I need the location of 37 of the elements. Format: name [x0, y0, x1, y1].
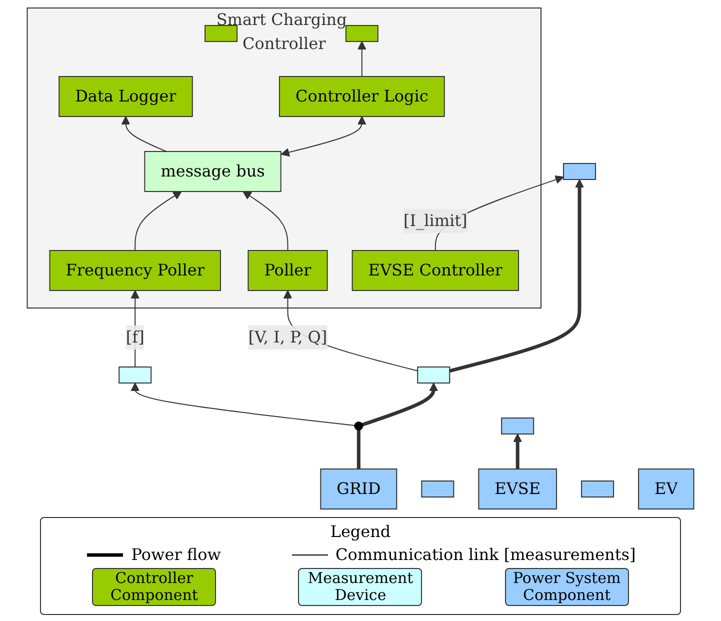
node-box — [563, 163, 596, 180]
arrow — [242, 191, 288, 251]
legend-text: Power flow — [131, 545, 221, 564]
node-box — [345, 25, 378, 42]
arrow — [358, 41, 366, 77]
connector — [356, 430, 360, 469]
node-circle — [354, 422, 364, 430]
arrow — [121, 116, 167, 152]
node-box: Controller Logic — [278, 76, 445, 117]
node-box — [204, 25, 238, 42]
edge-label: [I_limit] — [404, 211, 468, 230]
node-box: EVSE — [478, 468, 558, 510]
arrow — [280, 116, 366, 157]
edge-label: [V, I, P, Q] — [248, 328, 328, 346]
arrow — [449, 179, 584, 373]
node-box: Poller — [248, 250, 328, 291]
legend-text: Communication link [measurements] — [336, 545, 636, 564]
node-box — [581, 480, 614, 498]
arrow — [134, 191, 182, 251]
arrow — [362, 382, 438, 426]
node-box: EVSE Controller — [352, 250, 519, 291]
arrow — [513, 434, 522, 469]
node-box: EV — [638, 468, 694, 510]
node-box: GRID — [320, 468, 398, 510]
node-box — [501, 418, 534, 434]
edge-label: [f] — [126, 328, 144, 346]
legend-title: Legend — [329, 522, 392, 541]
legend-swatch: Power System Component — [504, 568, 629, 606]
node-box — [417, 366, 450, 384]
legend-swatch: Controller Component — [92, 568, 216, 606]
node-box: Data Logger — [58, 76, 193, 117]
node-box — [421, 480, 454, 498]
node-box: Frequency Poller — [49, 250, 221, 291]
node-box — [118, 366, 152, 384]
node-box: message bus — [144, 151, 282, 192]
legend-swatch: Measurement Device — [298, 568, 422, 606]
arrow — [130, 382, 356, 426]
